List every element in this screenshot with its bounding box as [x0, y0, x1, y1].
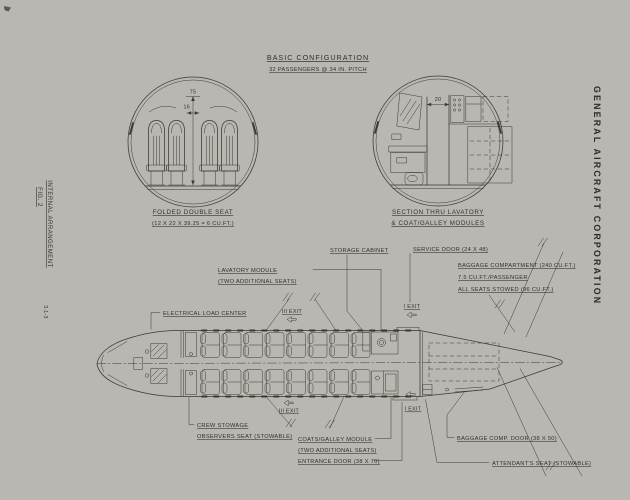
- passenger-seats: [200, 332, 371, 395]
- galley-cabinet: [467, 126, 513, 184]
- rear-modules: [362, 331, 433, 395]
- coat-space: [482, 96, 509, 122]
- seat-detail-caption: FOLDED DOUBLE SEAT: [153, 209, 233, 216]
- exit-i-bottom-label: I EXIT: [405, 407, 422, 413]
- drawing-subtitle: 32 PASSENGERS @ 34 IN. PITCH: [269, 67, 367, 73]
- hatrack-left: [148, 105, 177, 113]
- label-coats-galley: COATS/GALLEY MODULE: [298, 437, 372, 443]
- forward-bulkhead: [180, 330, 197, 397]
- crew-stowage-cabinet: [185, 332, 197, 357]
- label-electrical-load-center: ELECTRICAL LOAD CENTER: [163, 311, 247, 317]
- exit-i-top-label: I EXIT: [404, 304, 421, 310]
- lavatory-detail-caption: SECTION THRU LAVATORY: [392, 209, 484, 216]
- crew-stowage-cabinet: [185, 370, 197, 395]
- pilot-seat: [150, 343, 168, 359]
- service-door[interactable]: [396, 327, 420, 332]
- figure-number: FIG. 2: [36, 187, 42, 207]
- window-mark: [252, 122, 257, 135]
- fuselage-outline: [96, 330, 563, 397]
- lavatory-module-unit: [371, 331, 399, 355]
- label-baggage-compartment: BAGGAGE COMPARTMENT (240 CU.FT.): [458, 263, 576, 269]
- galley-fixtures: [448, 95, 513, 184]
- mirror: [396, 92, 423, 131]
- dim-aisle-width: 16: [184, 105, 200, 115]
- dim-cabin-height: 75: [185, 90, 201, 186]
- label-coats-galley-2: (TWO ADDITIONAL SEATS): [298, 448, 377, 454]
- vanity-cabinet: [390, 152, 426, 173]
- baggage-door[interactable]: [454, 386, 484, 393]
- seat-cross-section: 75 16 FOLDED DOUBLE SEAT (12 X 22 X 39.2…: [127, 76, 259, 227]
- seat-section: [166, 120, 187, 186]
- vanity-counter: [388, 145, 428, 153]
- label-lavatory-module: LAVATORY MODULE: [218, 268, 277, 274]
- header: BASIC CONFIGURATION 32 PASSENGERS @ 34 I…: [267, 53, 369, 73]
- seat-section: [146, 120, 167, 186]
- leader-lines: [150, 253, 516, 463]
- seat-section: [219, 120, 240, 186]
- coats-galley-module-unit: [371, 370, 399, 395]
- seat-detail-caption-2: (12 X 22 X 39.25 = 6 CU.FT.): [152, 221, 234, 227]
- exit-iii-bottom-label: III EXIT: [279, 409, 300, 415]
- label-storage-cabinet: STORAGE CABINET: [330, 248, 389, 254]
- label-baggage-compartment-3: ALL SEATS STOWED (96 CU.FT.): [458, 287, 554, 293]
- appliance: [450, 95, 465, 123]
- appliance: [465, 96, 482, 122]
- copilot-seat: [150, 368, 168, 384]
- storage-cabinet-unit: [362, 331, 371, 352]
- dim-aisle-width: 20: [426, 97, 450, 107]
- plan-labels: ELECTRICAL LOAD CENTER STORAGE CABINET S…: [163, 247, 591, 467]
- wing-stubs: [265, 292, 345, 429]
- hatrack-right: [209, 105, 238, 113]
- cockpit: [107, 341, 168, 386]
- label-crew-stowage: CREW STOWAGE: [197, 423, 248, 429]
- lavatory-detail-caption-2: & COAT/GALLEY MODULES: [391, 220, 484, 227]
- radome-line: [101, 354, 104, 372]
- sheet-edge-text: GENERAL AIRCRAFT CORPORATION FIG. 2 INTE…: [36, 86, 602, 319]
- label-entrance-door: ENTRANCE DOOR (38 X 70): [298, 459, 380, 465]
- svg-text:20: 20: [435, 97, 442, 103]
- toilet: [404, 172, 424, 186]
- figure-title: INTERNAL ARRANGEMENT: [46, 180, 52, 267]
- seat-section: [199, 120, 220, 186]
- label-service-door: SERVICE DOOR (24 X 48): [413, 247, 488, 253]
- label-baggage-comp-door: BAGGAGE COMP. DOOR (38 X 50): [457, 436, 557, 442]
- page-number: 3.1-3: [42, 305, 48, 319]
- label-observers-seat: OBSERVERS SEAT (STOWABLE): [197, 434, 292, 440]
- svg-text:16: 16: [184, 105, 191, 111]
- window-mark: [129, 122, 134, 135]
- fuselage-centerline: [96, 362, 562, 364]
- label-baggage-compartment-2: 7.5 CU.FT./PASSENGER: [458, 275, 528, 281]
- console: [133, 357, 143, 370]
- drawing-title: BASIC CONFIGURATION: [267, 53, 369, 62]
- window-mark: [374, 121, 379, 134]
- baggage-compartment-area: [419, 330, 500, 397]
- lavatory-fixtures: [388, 92, 428, 186]
- exit-iii-top-label: III EXIT: [282, 309, 303, 315]
- label-lavatory-module-2: (TWO ADDITIONAL SEATS): [218, 279, 297, 285]
- shelf: [391, 133, 402, 140]
- svg-text:75: 75: [190, 90, 197, 96]
- plan-view: III EXIT I EXIT III EXIT I EXIT ELECTRI: [96, 237, 591, 477]
- corner-scan-mark: [4, 6, 11, 12]
- window-mark: [497, 121, 502, 134]
- exit-markers: III EXIT I EXIT III EXIT I EXIT: [279, 304, 422, 415]
- company-name: GENERAL AIRCRAFT CORPORATION: [592, 86, 602, 305]
- entrance-door[interactable]: [392, 396, 418, 401]
- lavatory-cross-section: 20 SECTION THRU LAVATORY & COAT/GALLEY M…: [372, 75, 513, 227]
- stabilizer-lines: [496, 237, 583, 477]
- label-attendants-seat: ATTENDANT'S SEAT (STOWABLE): [492, 461, 591, 467]
